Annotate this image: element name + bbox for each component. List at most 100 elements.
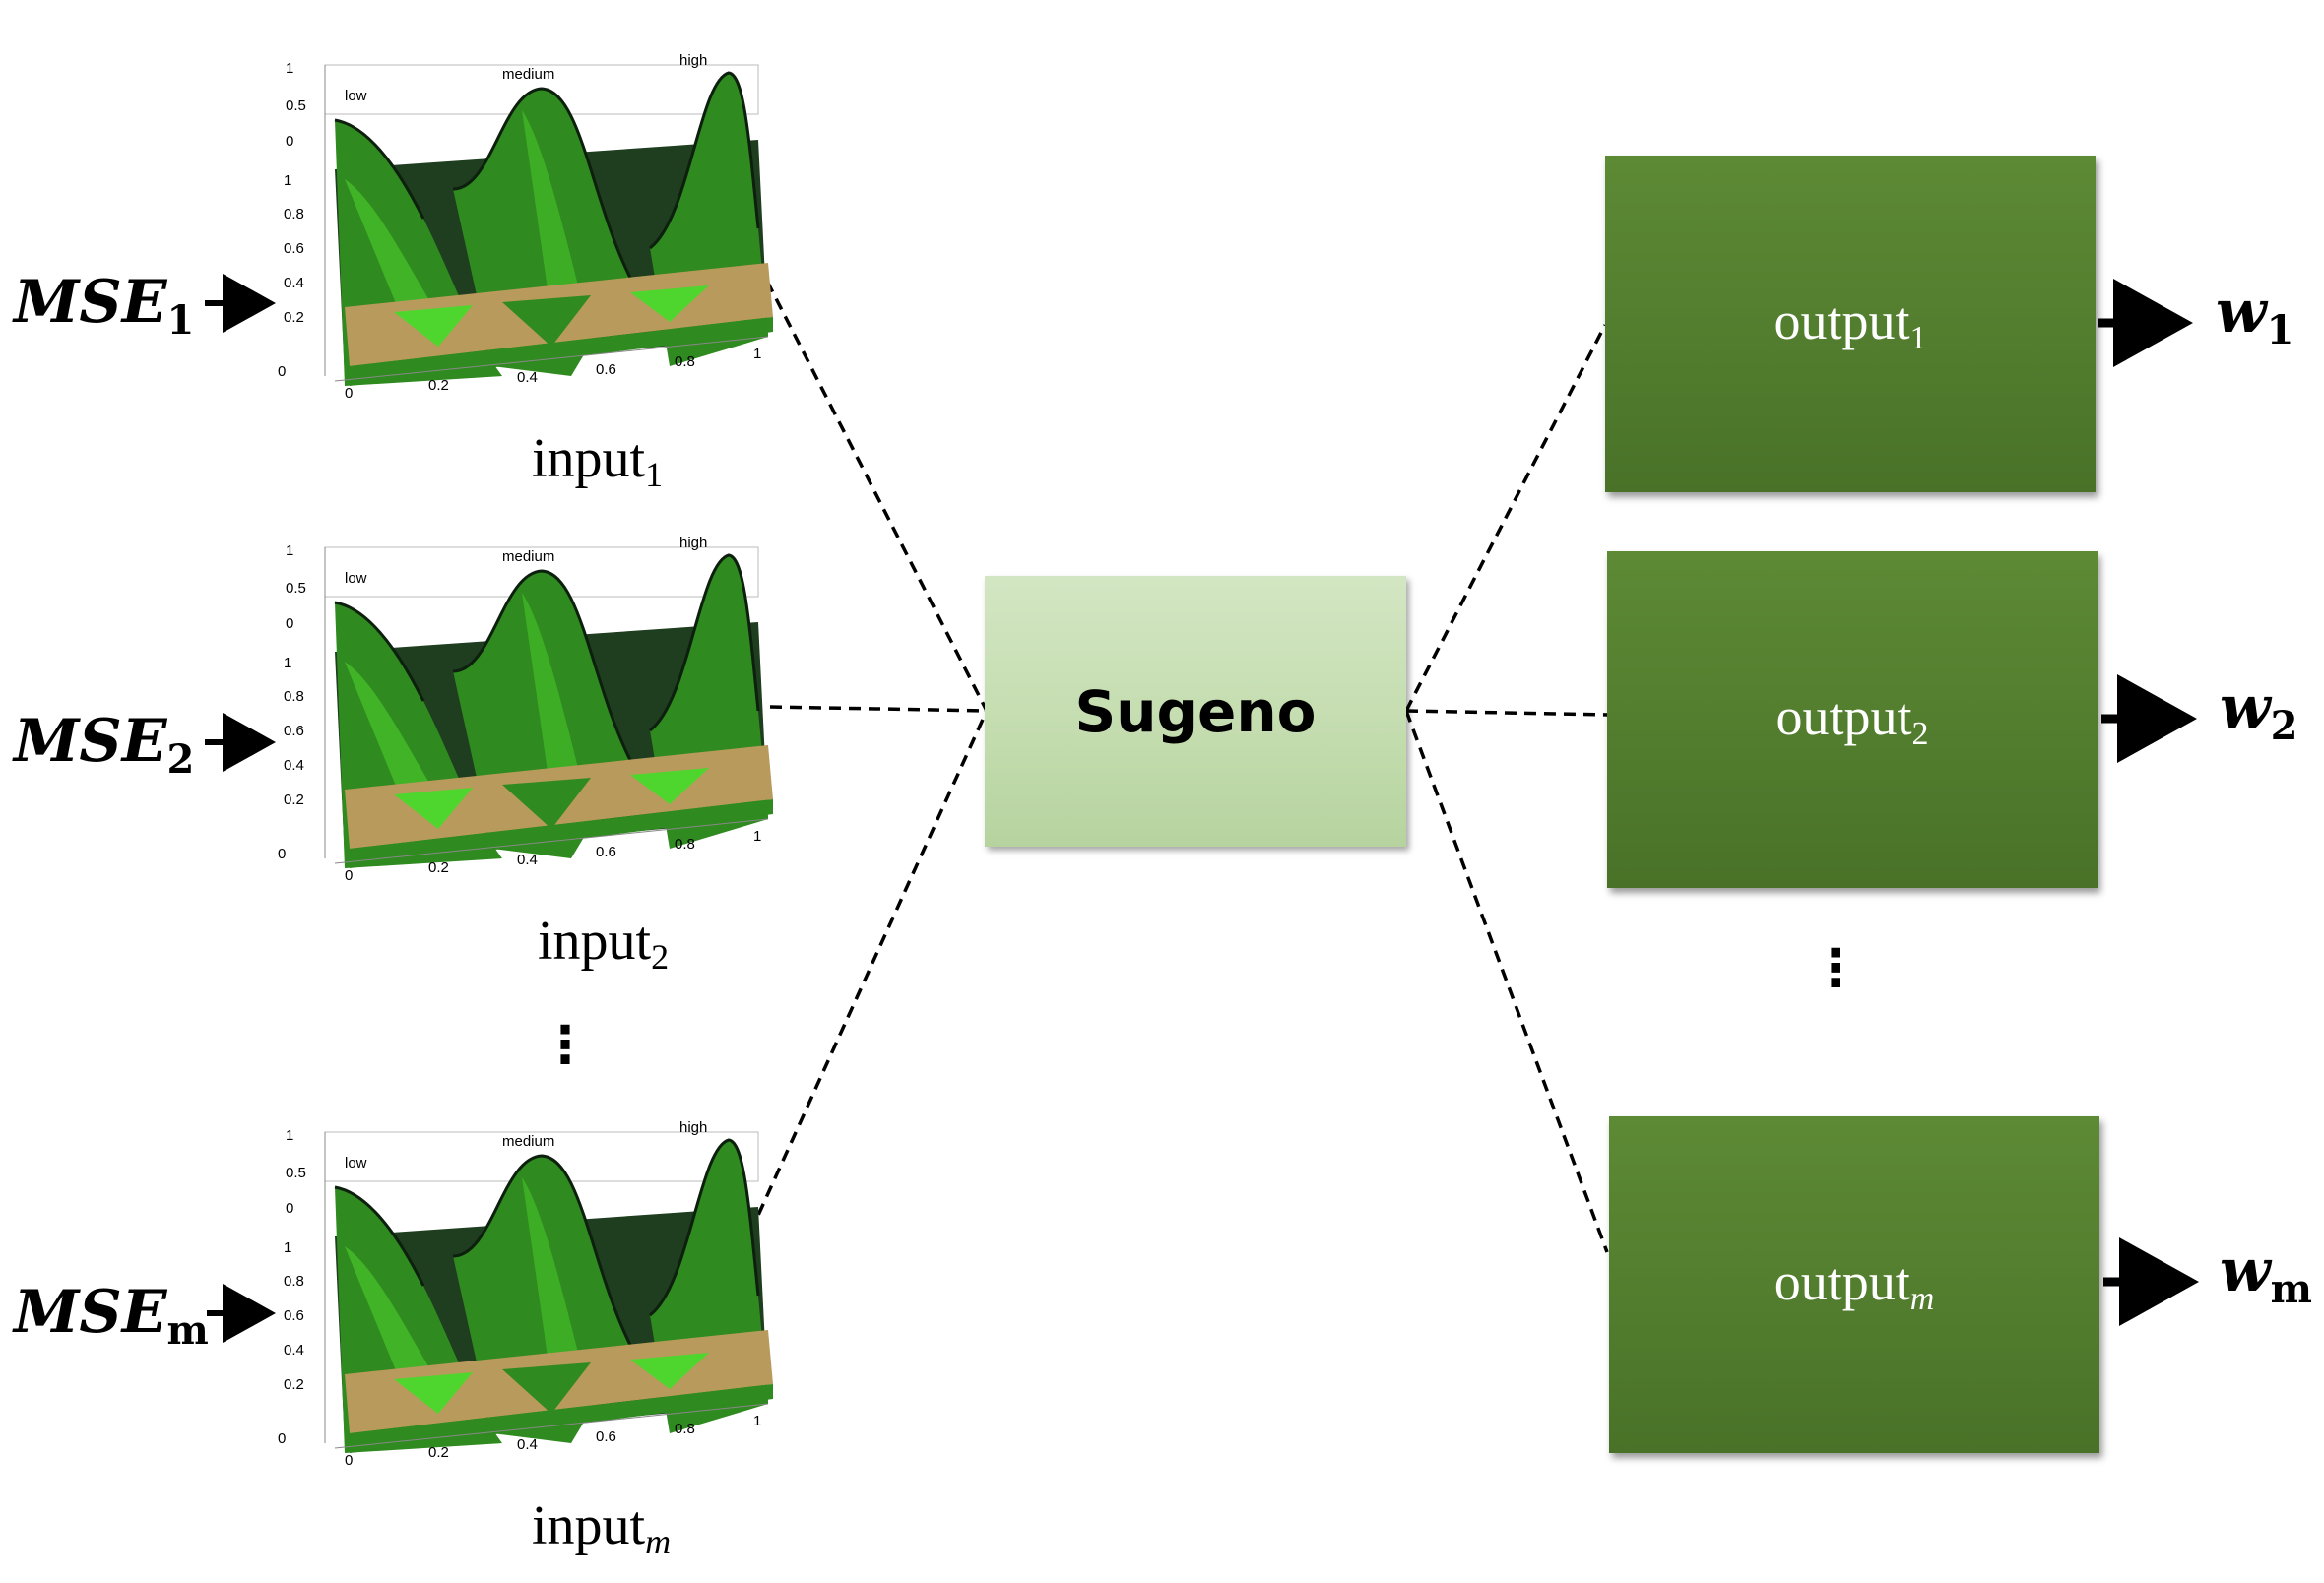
z-tick-side: 0.8 [284, 206, 304, 222]
mf-edge-high [649, 553, 760, 732]
x-tick: 0.2 [428, 377, 449, 394]
dashed-link-sugeno-outputm [1404, 710, 1609, 1253]
floor-triangle-3 [630, 1353, 709, 1389]
x-tick: 0 [345, 385, 353, 402]
dashed-link-sugeno-output2 [1405, 709, 1608, 717]
output-label-m: outputm [1774, 1252, 1935, 1317]
x-tick: 1 [753, 1413, 761, 1429]
output-label-1: output1 [1774, 291, 1927, 356]
z-tick-top: 0.5 [286, 580, 306, 597]
w-label-2: w2 [2220, 673, 2298, 749]
z-tick-side: 1 [284, 655, 291, 671]
floor-triangle-3 [630, 285, 709, 322]
mf-edge-low [334, 601, 425, 702]
z-tick-top: 1 [286, 1127, 293, 1144]
z-tick-side: 0.2 [284, 1376, 304, 1393]
mf-edge-medium [452, 569, 632, 761]
x-tick: 0 [345, 867, 353, 884]
floor-triangle-1 [394, 305, 473, 347]
z-tick-top: 0 [286, 133, 293, 150]
x-axis-line [334, 818, 769, 864]
z-tick-side: 0.4 [284, 757, 304, 774]
z-tick-side: 0.4 [284, 1342, 304, 1359]
z-tick-side: 0.4 [284, 275, 304, 291]
mf-label-low: low [345, 570, 367, 587]
x-axis-line [334, 336, 769, 382]
sugeno-label: Sugeno [1074, 677, 1317, 745]
z-tick-side: 0.6 [284, 1307, 304, 1324]
x-tick: 0 [345, 1452, 353, 1469]
z-tick-side: 1 [284, 1239, 291, 1256]
z-tick-side: 0.6 [284, 723, 304, 739]
z-tick-side: 0.8 [284, 1273, 304, 1290]
z-tick-side: 0 [278, 1430, 286, 1447]
x-tick: 0.6 [596, 361, 616, 378]
mse-label-m: MSEm [14, 1278, 209, 1354]
z-tick-side: 1 [284, 172, 291, 189]
w-label-1: w1 [2216, 278, 2294, 353]
x-tick: 0.8 [675, 836, 695, 853]
dashed-link-input1-sugeno [756, 263, 989, 712]
mf-edge-high [649, 71, 760, 250]
mse-label-1: MSE1 [14, 268, 195, 344]
x-tick: 0.2 [428, 1444, 449, 1461]
surface-highlight-middle [522, 593, 581, 799]
x-tick: 0.4 [517, 852, 538, 868]
x-tick: 0.8 [675, 353, 695, 370]
z-tick-top: 0.5 [286, 97, 306, 114]
output-ellipsis: ⋮ [1810, 939, 1861, 998]
x-tick: 0.8 [675, 1421, 695, 1437]
x-tick: 0.4 [517, 369, 538, 386]
surface-highlight-middle [522, 110, 581, 317]
mf-label-low: low [345, 1155, 367, 1171]
mf-label-medium: medium [502, 66, 554, 83]
w-label-m: wm [2220, 1236, 2312, 1312]
mf-label-high: high [679, 535, 707, 551]
z-tick-side: 0.2 [284, 309, 304, 326]
z-tick-top: 0.5 [286, 1165, 306, 1181]
x-tick: 0.6 [596, 844, 616, 860]
mf-label-high: high [679, 1119, 707, 1136]
mf-label-low: low [345, 88, 367, 104]
input-label-2: input2 [538, 911, 670, 977]
mf-label-medium: medium [502, 548, 554, 565]
z-tick-top: 1 [286, 542, 293, 559]
x-tick: 0.4 [517, 1436, 538, 1453]
mf-edge-high [649, 1138, 760, 1317]
x-tick: 1 [753, 346, 761, 362]
z-tick-side: 0.6 [284, 240, 304, 257]
z-tick-side: 0 [278, 846, 286, 862]
surface-highlight-middle [522, 1177, 581, 1384]
dashed-link-input2-sugeno [769, 705, 988, 713]
mf-edge-low [334, 1185, 425, 1287]
floor-triangle-1 [394, 788, 473, 829]
x-tick: 1 [753, 828, 761, 845]
sugeno-inference-box: Sugeno [985, 576, 1406, 847]
input-ellipsis: ⋮ [540, 1016, 591, 1075]
input-label-m: inputm [532, 1495, 672, 1561]
dashed-link-inputm-sugeno [748, 710, 989, 1234]
output-box-1: output1 [1605, 156, 2096, 492]
x-axis-line [334, 1403, 769, 1449]
output-box-m: outputm [1609, 1116, 2099, 1453]
z-tick-top: 0 [286, 1200, 293, 1217]
output-label-2: output2 [1775, 687, 1929, 752]
input-label-1: input1 [532, 428, 664, 494]
z-tick-side: 0 [278, 363, 286, 380]
floor-triangle-1 [394, 1372, 473, 1414]
x-tick: 0.2 [428, 859, 449, 876]
z-tick-top: 0 [286, 615, 293, 632]
floor-triangle-3 [630, 768, 709, 804]
dashed-link-sugeno-output1 [1404, 324, 1607, 712]
mf-label-medium: medium [502, 1133, 554, 1150]
z-tick-top: 1 [286, 60, 293, 77]
mf-edge-medium [452, 1154, 632, 1346]
output-box-2: output2 [1607, 551, 2098, 888]
floor-triangle-2 [502, 1362, 591, 1414]
floor-triangle-2 [502, 295, 591, 347]
mse-label-2: MSE2 [14, 707, 195, 783]
